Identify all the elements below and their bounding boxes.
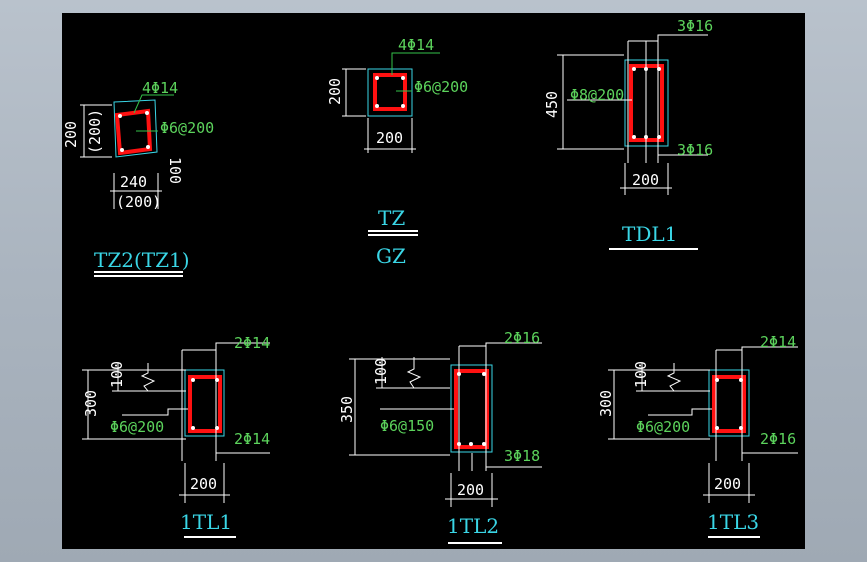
1tl3-bottom-bars: 2Φ16 — [760, 430, 796, 448]
tz2-main-bars: 4Φ14 — [142, 79, 178, 97]
1tl1-width: 200 — [190, 475, 217, 493]
tdl1-width: 200 — [632, 171, 659, 189]
1tl3-outline — [708, 369, 750, 437]
tz-stirrup-label: Φ6@200 — [414, 78, 468, 96]
1tl1-stirrup — [188, 375, 222, 433]
1tl3-top-bars: 2Φ14 — [760, 333, 796, 351]
tz-stirrup — [373, 73, 407, 111]
1tl3-slab: 100 — [632, 361, 650, 388]
section-tdl1: 3Φ16 3Φ16 Φ8@200 450 200 TDL1 — [543, 17, 713, 250]
1tl2-slab: 100 — [372, 358, 390, 385]
tz2-stirrup-label: Φ6@200 — [160, 119, 214, 137]
1tl2-width: 200 — [457, 481, 484, 499]
tz2-stirrup — [114, 108, 153, 156]
tdl1-title: TDL1 — [622, 222, 677, 246]
section-1tl1: 2Φ14 2Φ14 Φ6@200 300 100 200 1TL1 — [82, 334, 270, 538]
tdl1-top-bars: 3Φ16 — [677, 17, 713, 35]
tdl1-bottom-bars: 3Φ16 — [677, 141, 713, 159]
tdl1-stirrup-label: Φ8@200 — [570, 86, 624, 104]
1tl2-title: 1TL2 — [447, 514, 499, 538]
1tl1-height: 300 — [82, 390, 100, 417]
section-1tl2: 2Φ16 3Φ18 Φ6@150 350 100 200 1TL2 — [338, 329, 542, 544]
1tl1-bottom-bars: 2Φ14 — [234, 430, 270, 448]
tz-height: 200 — [326, 78, 344, 105]
tz-title-alt: GZ — [376, 244, 406, 268]
1tl1-outline — [184, 369, 225, 437]
tz2-height: 200 — [62, 121, 80, 148]
1tl3-title: 1TL3 — [707, 510, 759, 534]
1tl2-height: 350 — [338, 396, 356, 423]
1tl3-height: 300 — [597, 390, 615, 417]
section-1tl3: 2Φ14 2Φ16 Φ6@200 300 100 200 1TL3 — [597, 333, 798, 538]
tz2-width-alt: (200) — [116, 193, 161, 211]
1tl2-bottom-bars: 3Φ18 — [504, 447, 540, 465]
tz-main-bars: 4Φ14 — [398, 36, 434, 54]
tz2-outline — [113, 99, 158, 158]
tz2-title: TZ2(TZ1) — [94, 248, 190, 272]
1tl3-stirrup — [712, 375, 746, 433]
tz2-height-alt: (200) — [86, 109, 104, 154]
tz-title: TZ — [378, 206, 405, 230]
1tl2-stirrup — [454, 369, 489, 449]
tz2-width: 240 — [120, 173, 147, 191]
tz-outline — [367, 68, 413, 117]
1tl2-top-bars: 2Φ16 — [504, 329, 540, 347]
1tl3-width: 200 — [714, 475, 741, 493]
tz2-tail: 100 — [166, 157, 184, 184]
tdl1-height: 450 — [543, 91, 561, 118]
1tl3-stirrup-label: Φ6@200 — [636, 418, 690, 436]
1tl1-slab: 100 — [108, 361, 126, 388]
section-tz2: 4Φ14 Φ6@200 200 (200) 240 (200) 100 TZ2(… — [62, 79, 214, 277]
1tl2-stirrup-label: Φ6@150 — [380, 417, 434, 435]
cad-drawing-canvas[interactable]: 4Φ14 Φ6@200 200 (200) 240 (200) 100 TZ2(… — [62, 13, 805, 549]
1tl1-title: 1TL1 — [180, 510, 232, 534]
tz-width: 200 — [376, 129, 403, 147]
1tl1-stirrup-label: Φ6@200 — [110, 418, 164, 436]
drawing-svg: 4Φ14 Φ6@200 200 (200) 240 (200) 100 TZ2(… — [62, 17, 798, 544]
1tl1-top-bars: 2Φ14 — [234, 334, 270, 352]
section-tz: 4Φ14 Φ6@200 200 200 TZ GZ — [326, 36, 468, 268]
